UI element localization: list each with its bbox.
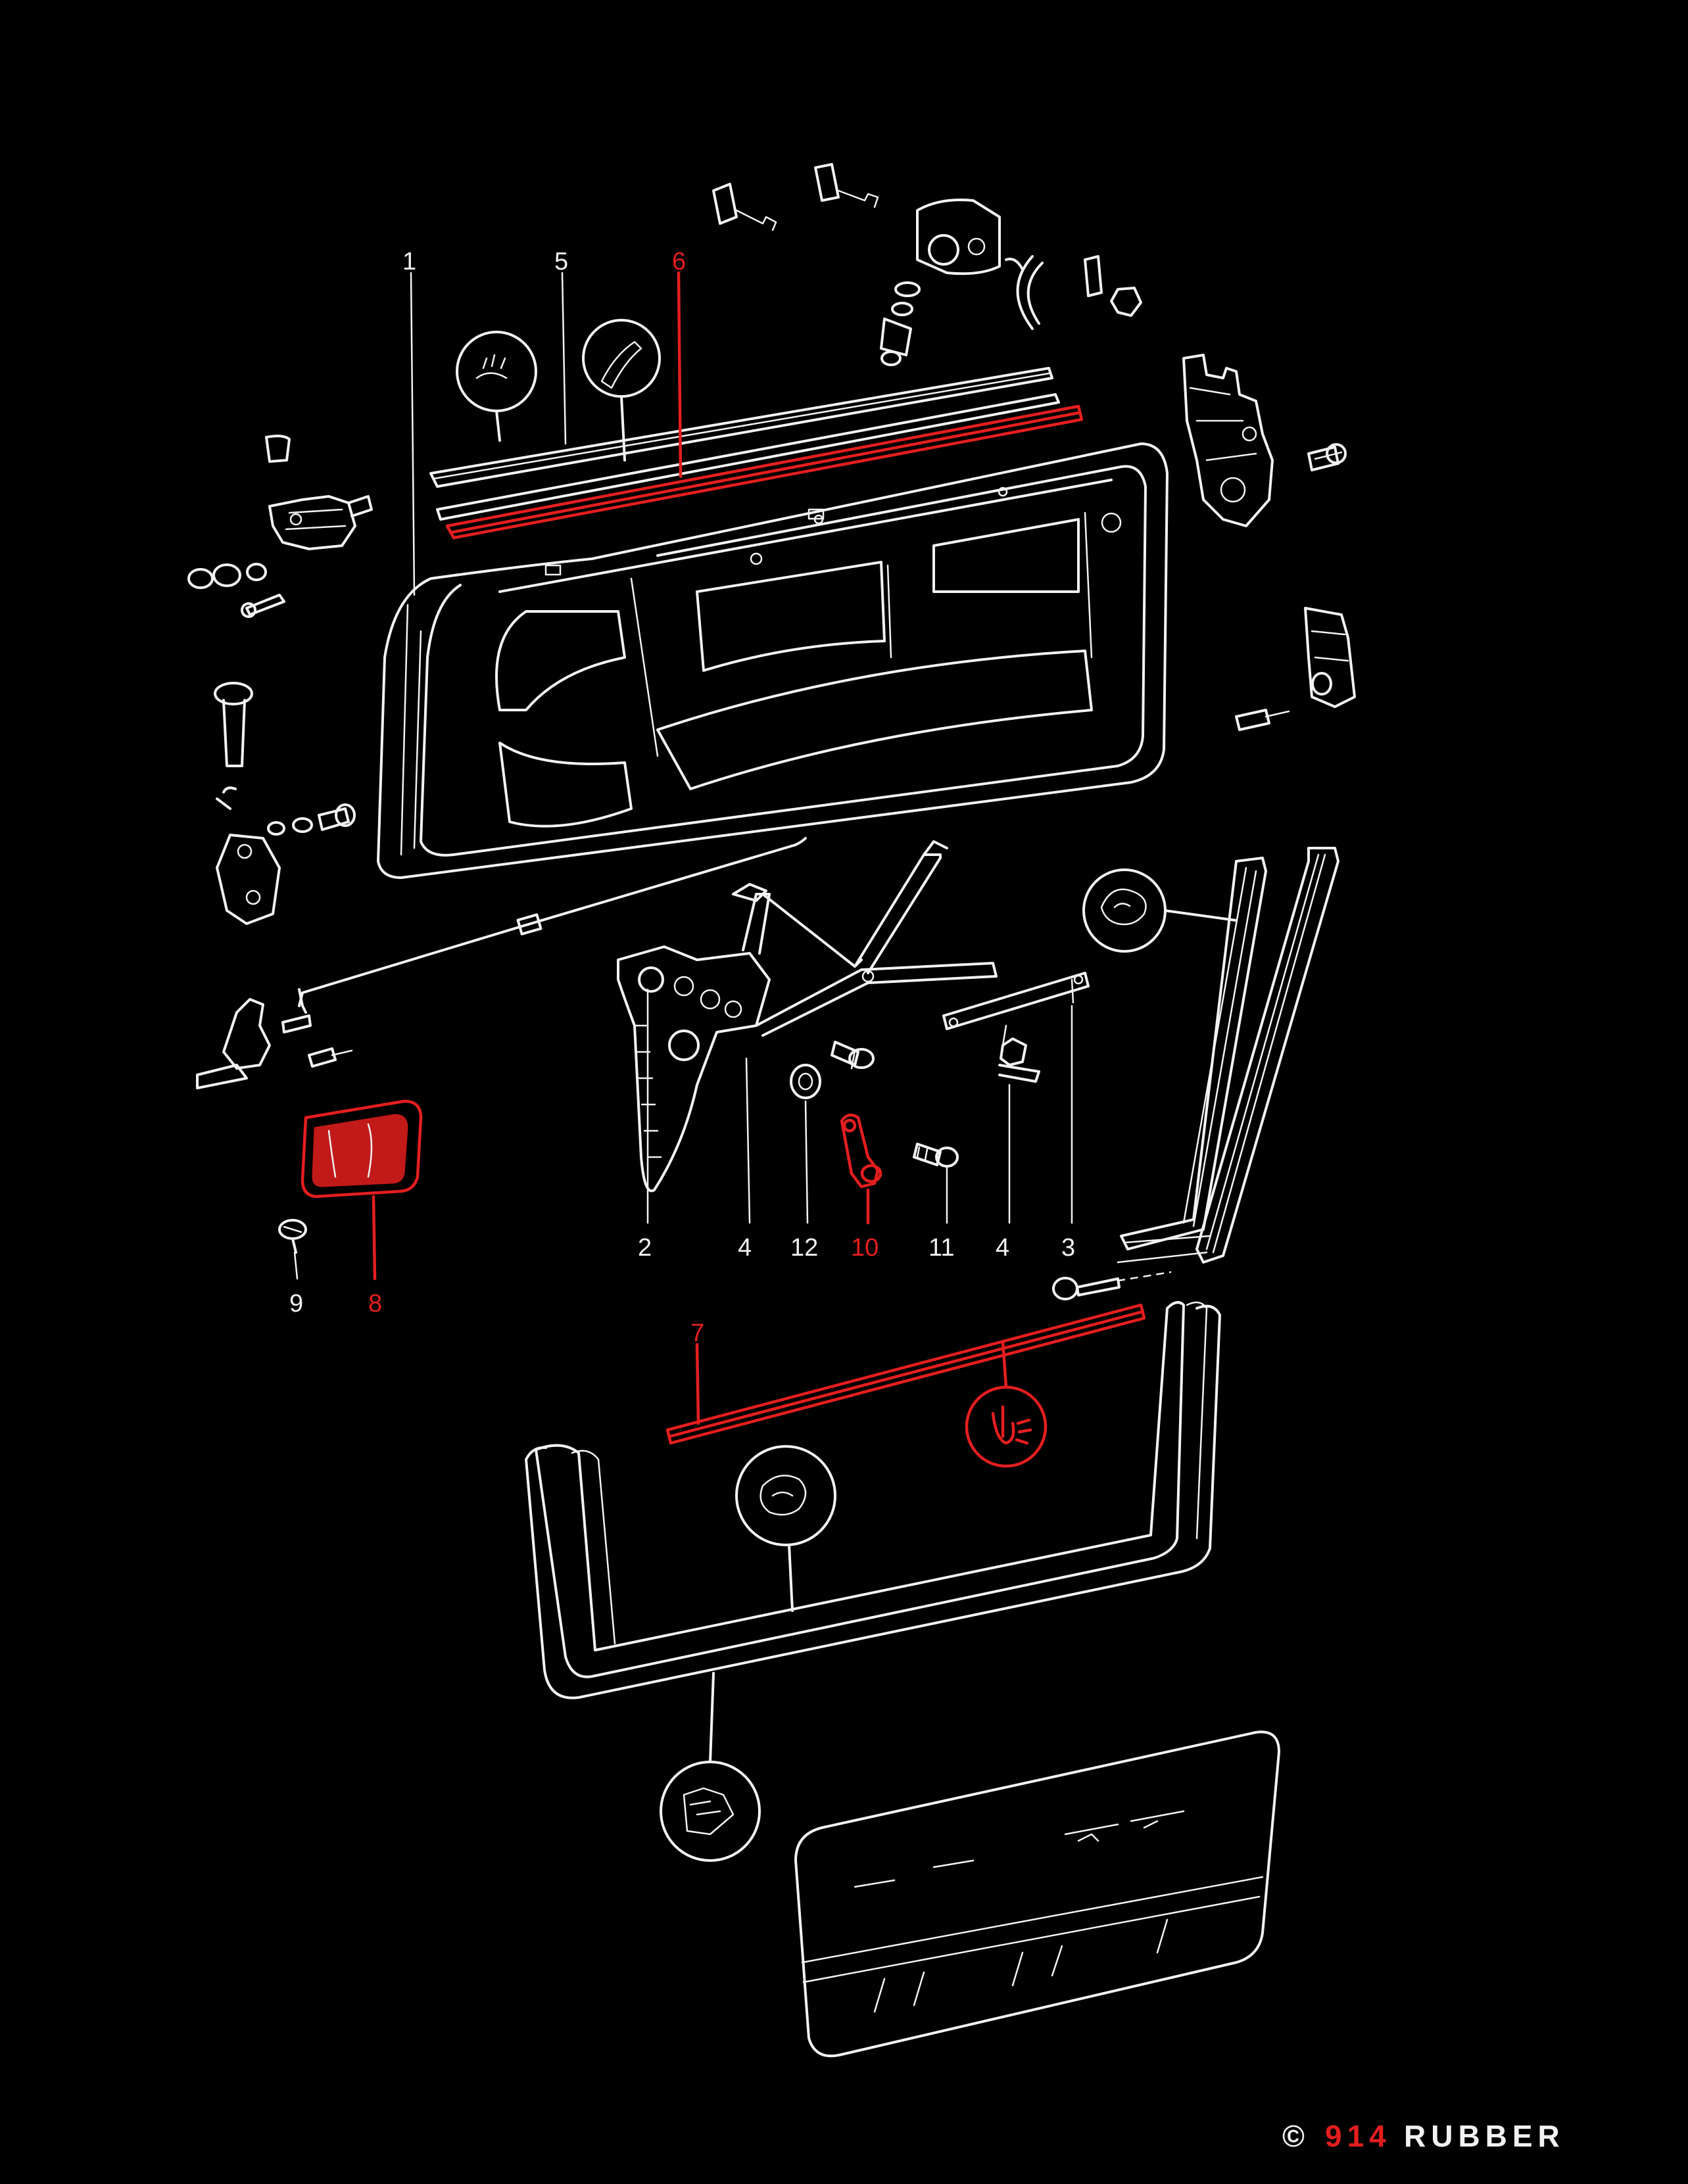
callout-5: 5: [554, 248, 568, 275]
bolt-4-left: [831, 1041, 875, 1070]
callout-12: 12: [790, 1234, 818, 1262]
door-perimeter-seal: [525, 1301, 1221, 1699]
detail-circle-strip-5: [456, 331, 537, 442]
copyright-symbol: ©: [1282, 2119, 1310, 2153]
seal-retaining-screw: [1052, 1271, 1172, 1300]
outer-window-strip-5: [429, 367, 1053, 488]
detail-circle-seal-lower: [660, 1672, 761, 1862]
window-channel-seal-rear: [1117, 847, 1339, 1264]
callout-labels: 1 2 3 4 4 5 6 7 8 9 10 11 12: [289, 248, 1075, 1347]
callout-9: 9: [289, 1290, 303, 1318]
window-guide-rail-3: [942, 972, 1090, 1030]
callout-1: 1: [402, 248, 416, 275]
striker-plate: [1235, 607, 1356, 731]
inner-window-scraper-6: [436, 393, 1084, 540]
inner-door-handle: [196, 998, 353, 1089]
detail-circle-strip-6: [582, 319, 661, 462]
brand-number: 914: [1325, 2119, 1391, 2153]
callout-11: 11: [928, 1234, 954, 1262]
callout-3: 3: [1061, 1234, 1075, 1262]
callout-6: 6: [672, 248, 686, 275]
watermark: © 914 RUBBER: [1282, 2119, 1565, 2153]
regulator-crank-10: [840, 1113, 882, 1189]
screw-11: [913, 1143, 959, 1168]
detail-circle-channel: [1082, 868, 1238, 953]
callout-7: 7: [690, 1319, 704, 1347]
door-lock-cluster: [712, 163, 1142, 366]
leader-lines: [293, 271, 1073, 1425]
screw-9: [278, 1219, 307, 1254]
bolt-4-right: [998, 1024, 1040, 1083]
brand-word: RUBBER: [1404, 2119, 1565, 2153]
door-latch-assembly: [1182, 354, 1347, 527]
window-regulator: [617, 840, 998, 1193]
detail-circle-seal-upper: [735, 1445, 836, 1612]
callout-4-right: 4: [996, 1234, 1009, 1262]
callout-10: 10: [851, 1234, 879, 1262]
washer-12: [790, 1064, 821, 1099]
outer-window-scraper-7: [665, 1303, 1146, 1468]
handle-bezel-8: [301, 1099, 423, 1199]
hinge-pin-and-plate: [214, 682, 356, 925]
callout-8: 8: [368, 1290, 382, 1318]
callout-2: 2: [638, 1234, 652, 1262]
door-release-rod: [281, 837, 807, 1033]
door-check-mechanism: [187, 435, 373, 618]
callout-4-left: 4: [738, 1234, 752, 1262]
door-trim-panel: [794, 1730, 1280, 2058]
door-shell: [377, 442, 1169, 879]
